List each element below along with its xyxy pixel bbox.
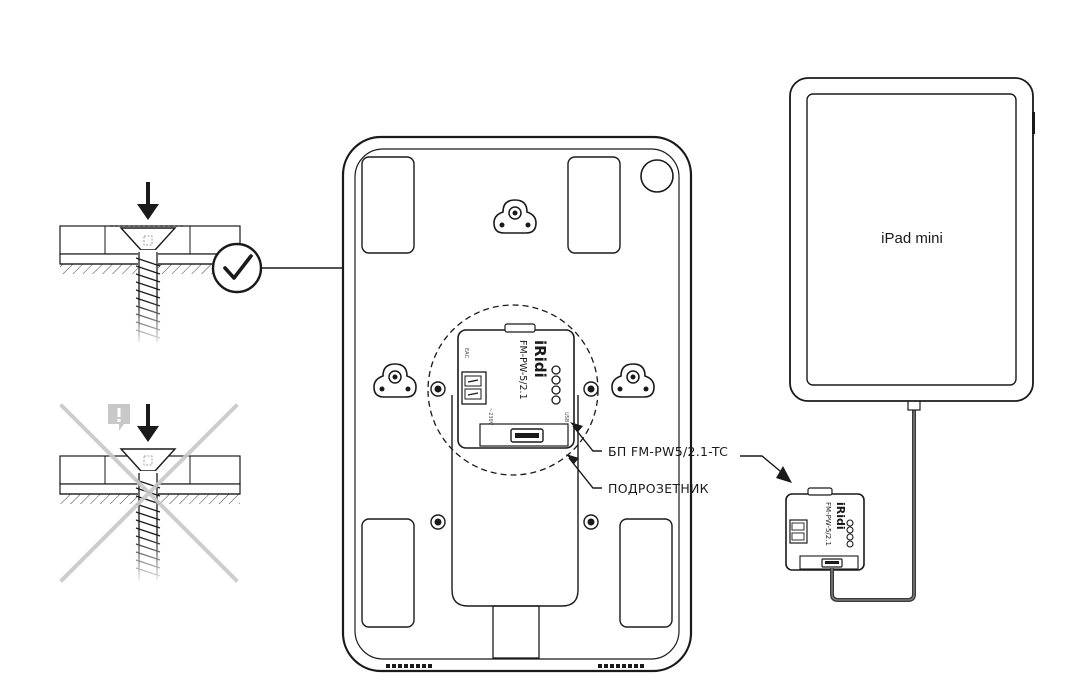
check-circle-icon — [211, 242, 263, 294]
svg-text:ЕАС: ЕАС — [463, 348, 469, 359]
svg-text:USB: USB — [563, 412, 569, 423]
power-supply-label: БП FM-PW5/2.1-TC — [608, 444, 728, 459]
vent-holes — [386, 664, 644, 668]
ipad-label: iPad mini — [881, 230, 943, 247]
svg-text:~230V: ~230V — [487, 408, 493, 426]
model-label-small: FM-PW-5/2.1 — [824, 502, 832, 546]
flush-box-label: ПОДРОЗЕТНИК — [608, 481, 709, 496]
keyhole-mount-top — [493, 199, 537, 234]
ipad-mini-tablet: iPad mini — [789, 77, 1035, 402]
callout-leaders — [568, 425, 787, 489]
keyhole-mount-left — [373, 363, 417, 398]
cross-icon — [59, 403, 239, 583]
power-supply-standalone: iRidi FM-PW-5/2.1 — [785, 487, 865, 571]
brand-label-small: iRidi — [834, 502, 847, 530]
push-down-arrow-icon — [137, 404, 159, 442]
keyhole-mount-right — [611, 363, 655, 398]
exclamation-icon — [108, 404, 130, 431]
push-down-arrow-icon — [137, 182, 159, 220]
flush-box-outline — [427, 304, 599, 476]
power-supply-mounted: ЕАС USB ~230V iRidi FM-PW-5/2.1 — [457, 323, 575, 449]
correct-screw-detail — [59, 182, 241, 348]
usb-port-icon — [510, 428, 544, 443]
brand-label: iRidi — [531, 340, 549, 378]
model-label: FM-PW-5/2.1 — [517, 340, 528, 400]
